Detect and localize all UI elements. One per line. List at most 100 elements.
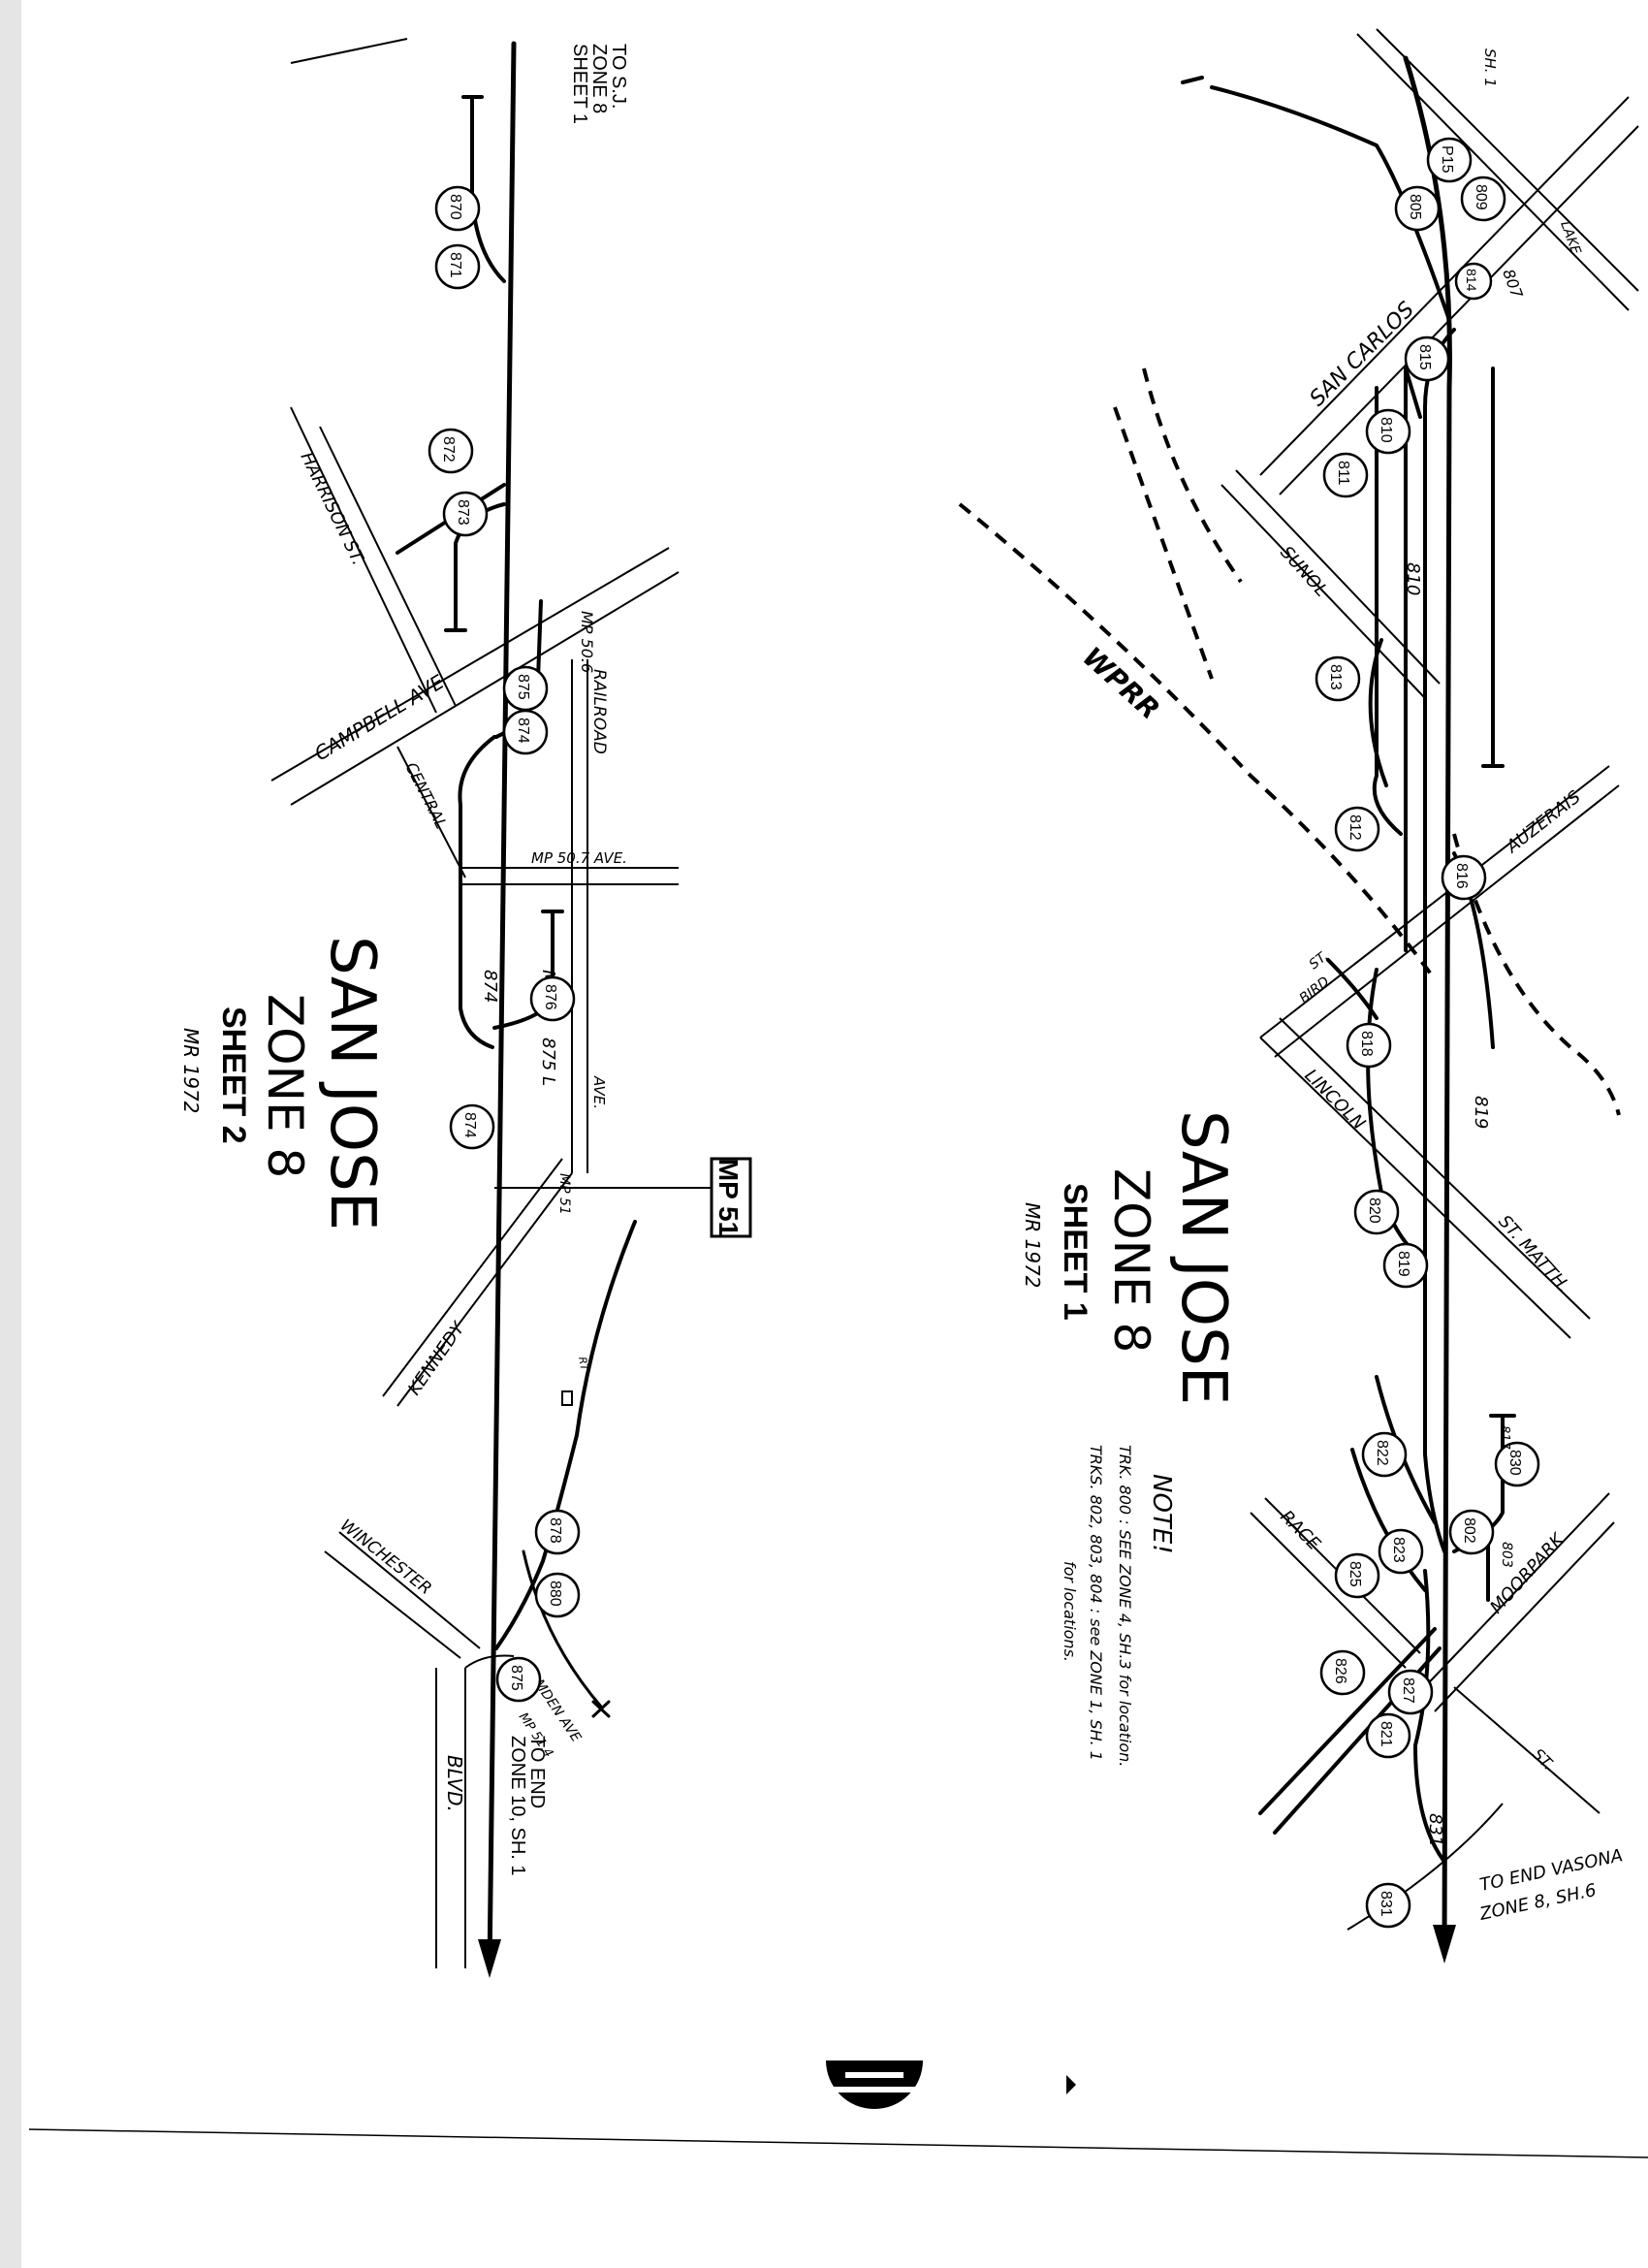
label-831: 831 bbox=[1425, 1813, 1445, 1846]
label-moorpark-st: ST. bbox=[1529, 1744, 1558, 1773]
derail bbox=[591, 1700, 611, 1718]
date-sheet1: MR 1972 bbox=[1021, 1202, 1044, 1288]
svg-text:809: 809 bbox=[1473, 184, 1489, 210]
lincoln-edge bbox=[1279, 1017, 1591, 1320]
auzerais-edge bbox=[1274, 784, 1620, 1058]
label-sh1: SH. 1 bbox=[1481, 48, 1499, 87]
svg-text:826: 826 bbox=[1332, 1658, 1348, 1684]
central bbox=[396, 746, 466, 878]
scan-shadow bbox=[0, 0, 21, 2268]
svg-text:876: 876 bbox=[542, 984, 558, 1010]
track-823 bbox=[1350, 1448, 1427, 1592]
svg-text:873: 873 bbox=[455, 499, 471, 526]
kennedy bbox=[396, 1172, 573, 1407]
to-sj-sheet: SHEET 1 bbox=[569, 44, 590, 124]
svg-text:821: 821 bbox=[1378, 1721, 1394, 1747]
winchester-edge bbox=[338, 1531, 481, 1649]
sheet-1-map: SAN CARLOS SUNOL AUZERAIS LINCOLN BIRD S… bbox=[958, 28, 1639, 1964]
direction-arrow bbox=[1433, 1925, 1456, 1964]
label-mp507-ave: MP 50.7 AVE. bbox=[531, 849, 627, 867]
to-sj-zone: ZONE 8 bbox=[588, 44, 610, 113]
zone-sheet2: ZONE 8 bbox=[257, 994, 313, 1178]
track-827 bbox=[1413, 1569, 1446, 1864]
san-carlos bbox=[1259, 96, 1630, 476]
label-874: 874 bbox=[480, 970, 500, 1003]
svg-text:874: 874 bbox=[461, 1112, 478, 1138]
svg-text:810: 810 bbox=[1378, 417, 1394, 443]
campbell-ave bbox=[270, 547, 670, 782]
label-mp506: MP 50.6 bbox=[578, 611, 596, 673]
label-ave: AVE. bbox=[590, 1075, 608, 1109]
label-875l: 875 L bbox=[538, 1038, 558, 1086]
svg-text:827: 827 bbox=[1400, 1677, 1416, 1704]
sunol bbox=[1220, 484, 1426, 699]
label-harrison: HARRISON ST. bbox=[297, 449, 369, 568]
registration-mark bbox=[1066, 2075, 1076, 2094]
sheet-label-2: SHEET 2 bbox=[215, 1006, 252, 1144]
svg-text:805: 805 bbox=[1407, 194, 1423, 220]
wprr-east bbox=[1452, 833, 1621, 1116]
sheet-label-1: SHEET 1 bbox=[1057, 1183, 1093, 1321]
race bbox=[1250, 1512, 1407, 1669]
svg-text:MP 51: MP 51 bbox=[713, 1159, 744, 1236]
track-circles-sheet2: 870 871 872 873 874 875 876 874 878 880 … bbox=[428, 185, 581, 1703]
auzerais bbox=[1259, 765, 1610, 1038]
label-mp51: MP 51 bbox=[556, 1173, 572, 1215]
compass-icon bbox=[826, 2060, 923, 2109]
track-826 bbox=[1258, 1627, 1437, 1815]
svg-text:823: 823 bbox=[1390, 1537, 1407, 1563]
track-818 bbox=[1366, 968, 1427, 1262]
label-race: RACE bbox=[1276, 1507, 1324, 1555]
label-moorpark: MOORPARK bbox=[1486, 1529, 1569, 1617]
svg-text:816: 816 bbox=[1453, 863, 1470, 889]
title-sheet2: SAN JOSE bbox=[316, 936, 388, 1230]
harrison-st-edge bbox=[319, 426, 457, 707]
svg-text:872: 872 bbox=[440, 436, 457, 463]
branch-top bbox=[1210, 85, 1451, 322]
label-lake: LAKE bbox=[1557, 219, 1583, 257]
siding-874 bbox=[458, 735, 496, 1049]
campbell-ave-edge bbox=[290, 571, 680, 806]
label-bird-st: ST. bbox=[1307, 948, 1332, 973]
label-sunol: SUNOL bbox=[1276, 542, 1331, 600]
track-circles-sheet1: P15 809 805 814 815 810 811 813 812 816 … bbox=[1315, 137, 1540, 1929]
label-st-matth: ST. MATTH. bbox=[1494, 1211, 1573, 1296]
svg-text:815: 815 bbox=[1416, 344, 1433, 370]
main-line-sheet1 bbox=[1403, 55, 1452, 1952]
svg-text:870: 870 bbox=[447, 194, 463, 220]
svg-text:822: 822 bbox=[1374, 1440, 1390, 1466]
sunol-edge bbox=[1235, 469, 1441, 685]
svg-text:812: 812 bbox=[1347, 815, 1363, 841]
label-winchester: WINCHESTER bbox=[336, 1516, 435, 1599]
spur-870 bbox=[470, 95, 506, 283]
svg-text:830: 830 bbox=[1506, 1450, 1523, 1476]
label-kennedy: KENNEDY bbox=[404, 1317, 470, 1398]
kennedy-edge bbox=[382, 1158, 563, 1397]
note-line-1: TRK. 800 : SEE ZONE 4, SH.3 for location… bbox=[1116, 1445, 1134, 1767]
label-bird: BIRD bbox=[1297, 974, 1333, 1006]
note-title: NOTE! bbox=[1147, 1474, 1176, 1554]
mp-51-marker: MP 51 bbox=[710, 1157, 752, 1238]
label-819: 819 bbox=[1471, 1096, 1491, 1129]
wprr-branch bbox=[1142, 367, 1243, 584]
zone-sheet1: ZONE 8 bbox=[1103, 1168, 1159, 1353]
label-rt: RT bbox=[576, 1356, 591, 1373]
label-802: 803 bbox=[1499, 1542, 1514, 1568]
moorpark-edge bbox=[1434, 1521, 1615, 1712]
svg-text:811: 811 bbox=[1335, 461, 1351, 486]
wprr-branch2 bbox=[1113, 406, 1214, 680]
note-line-3: for locations. bbox=[1061, 1561, 1079, 1662]
label-san-carlos: SAN CARLOS bbox=[1306, 298, 1419, 411]
to-sj: TO S.J. bbox=[608, 44, 629, 109]
svg-text:880: 880 bbox=[547, 1581, 563, 1607]
label-807: 807 bbox=[1499, 267, 1527, 302]
to-end-zone-sheet2: ZONE 10, SH. 1 bbox=[507, 1736, 528, 1876]
track-813 bbox=[1368, 638, 1388, 787]
label-blvd: BLVD. bbox=[443, 1755, 466, 1812]
harrison-st bbox=[290, 406, 437, 714]
to-sj-line bbox=[290, 38, 408, 64]
label-wprr: WPRR bbox=[1076, 641, 1165, 726]
spur-878 bbox=[494, 1220, 637, 1650]
label-central: CENTRAL bbox=[401, 759, 451, 832]
